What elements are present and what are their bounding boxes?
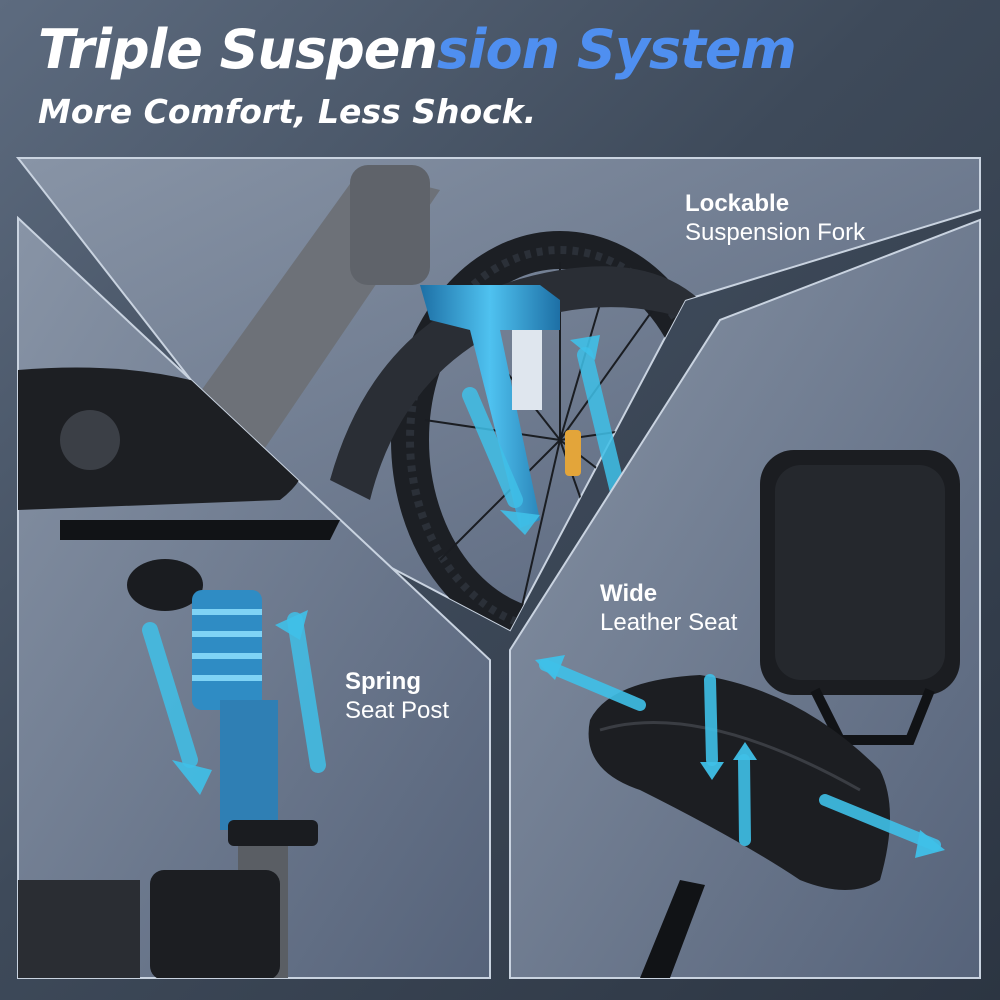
fork-panel	[15, 157, 981, 632]
label-post-subtitle: Seat Post	[345, 696, 450, 724]
headline-white: Triple Suspen	[38, 18, 438, 81]
lockout-lever	[565, 430, 581, 476]
seat-clamp	[127, 559, 203, 611]
seat-arrows	[539, 659, 941, 851]
suspension-fork	[420, 285, 560, 528]
headline-blue: sion System	[436, 18, 797, 81]
label-fork: Lockable Suspension Fork	[685, 190, 865, 248]
backrest-support	[810, 687, 935, 745]
motor-housing	[150, 870, 280, 978]
lower-frame	[18, 880, 140, 978]
seatpost-arrows	[142, 612, 326, 773]
label-seat-title: Wide	[600, 580, 658, 607]
seat-rail	[60, 520, 340, 540]
seat-tube	[220, 700, 278, 830]
label-post-title: Spring	[345, 668, 421, 695]
spring-bellows	[192, 590, 262, 710]
seatpost-collar	[228, 820, 318, 846]
label-fork-subtitle: Suspension Fork	[685, 218, 866, 246]
headline: Triple Suspension System	[38, 18, 797, 81]
label-post: Spring Seat Post	[345, 668, 449, 726]
label-seat-subtitle: Leather Seat	[600, 608, 738, 636]
seat-spring	[640, 880, 705, 978]
head-tube	[350, 165, 430, 285]
label-seat: Wide Leather Seat	[600, 580, 737, 638]
subheadline: More Comfort, Less Shock.	[38, 92, 537, 131]
label-fork-title: Lockable	[685, 190, 790, 217]
seat-panel	[509, 218, 981, 979]
fork-arrows	[462, 347, 628, 508]
fork-stanchion	[512, 330, 542, 410]
